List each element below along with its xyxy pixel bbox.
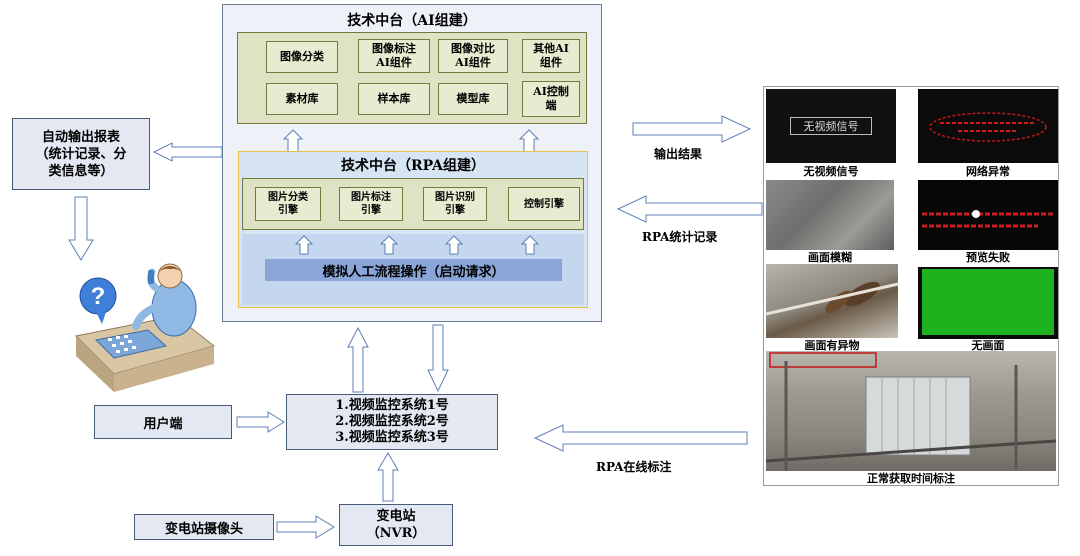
left-arrow-icon bbox=[616, 195, 763, 223]
caption-no-signal: 无视频信号 bbox=[803, 165, 859, 178]
caption-foreign-object: 画面有异物 bbox=[804, 339, 860, 352]
up-arrow-icon bbox=[347, 326, 369, 393]
right-arrow-icon bbox=[632, 115, 752, 143]
normal-timestamp-image bbox=[765, 351, 1057, 471]
left-arrow-icon bbox=[152, 142, 223, 162]
up-arrow-icon bbox=[444, 235, 464, 255]
no-signal-overlay: 无视频信号 bbox=[790, 117, 872, 135]
caption-no-picture: 无画面 bbox=[971, 339, 1005, 352]
right-arrow-icon bbox=[236, 411, 285, 433]
right-arrow-icon bbox=[276, 515, 335, 539]
rpa-engines-group: 图片分类 引擎 图片标注 引擎 图片识别 引擎 控制引擎 bbox=[242, 178, 584, 230]
down-arrow-icon bbox=[68, 196, 94, 261]
rpa-engine-annotation: 图片标注 引擎 bbox=[339, 187, 403, 221]
ai-component-image-comparison: 图像对比 AI组件 bbox=[438, 39, 508, 73]
up-arrow-icon bbox=[282, 129, 304, 153]
rpa-engine-classification: 图片分类 引擎 bbox=[255, 187, 321, 221]
caption-normal-timestamp: 正常获取时间标注 bbox=[867, 472, 955, 485]
rpa-stats-label: RPA统计记录 bbox=[642, 230, 718, 244]
simulate-manual-process-bar: 模拟人工流程操作（启动请求） bbox=[265, 259, 562, 281]
svg-text:?: ? bbox=[91, 283, 106, 310]
ai-component-other: 其他AI 组件 bbox=[522, 39, 580, 73]
substation-camera-box: 变电站摄像头 bbox=[134, 514, 274, 540]
ai-component-image-classification: 图像分类 bbox=[266, 41, 338, 73]
substation-nvr-box: 变电站 （NVR） bbox=[339, 504, 453, 546]
caption-blurry: 画面模糊 bbox=[808, 251, 852, 264]
user-terminal-box: 用户端 bbox=[94, 405, 232, 439]
foreign-object-image bbox=[765, 264, 899, 338]
camera-image-panel: 无视频信号 无视频信号 网络异常 画面模糊 预览失败 画面有异物 无画面 正常获… bbox=[763, 86, 1059, 486]
up-arrow-icon bbox=[294, 235, 314, 255]
no-signal-image: 无视频信号 bbox=[766, 89, 896, 163]
ai-component-image-annotation: 图像标注 AI组件 bbox=[358, 39, 430, 73]
up-arrow-icon bbox=[520, 235, 540, 255]
ai-components-group: 图像分类 图像标注 AI组件 图像对比 AI组件 其他AI 组件 素材库 样本库… bbox=[237, 32, 587, 124]
preview-failed-image bbox=[918, 180, 1058, 250]
no-picture-image bbox=[918, 267, 1058, 339]
rpa-engine-recognition: 图片识别 引擎 bbox=[423, 187, 487, 221]
ai-platform-title: 技术中台（AI组建） bbox=[347, 13, 477, 29]
left-arrow-icon bbox=[533, 424, 748, 452]
up-arrow-icon bbox=[518, 129, 540, 153]
caption-preview-failed: 预览失败 bbox=[966, 251, 1010, 264]
network-error-image bbox=[918, 89, 1058, 163]
blurry-image bbox=[766, 180, 894, 250]
ai-component-control-end: AI控制 端 bbox=[522, 81, 580, 117]
rpa-platform-container: 技术中台（RPA组建） 图片分类 引擎 图片标注 引擎 图片识别 引擎 控制引擎… bbox=[238, 151, 588, 308]
down-arrow-icon bbox=[427, 324, 449, 393]
ai-component-sample-library: 样本库 bbox=[358, 83, 430, 115]
auto-report-box: 自动输出报表 （统计记录、分 类信息等） bbox=[12, 118, 150, 190]
user-at-desk-illustration: ? bbox=[74, 263, 216, 392]
output-result-label: 输出结果 bbox=[654, 147, 703, 161]
up-arrow-icon bbox=[377, 452, 399, 502]
rpa-platform-title: 技术中台（RPA组建） bbox=[340, 158, 485, 174]
rpa-online-annotation-label: RPA在线标注 bbox=[596, 460, 672, 474]
up-arrow-icon bbox=[379, 235, 399, 255]
ai-component-material-library: 素材库 bbox=[266, 83, 338, 115]
video-monitoring-systems-box: 1.视频监控系统1号 2.视频监控系统2号 3.视频监控系统3号 bbox=[286, 394, 498, 450]
caption-network-error: 网络异常 bbox=[966, 165, 1010, 178]
rpa-engine-control: 控制引擎 bbox=[508, 187, 580, 221]
ai-component-model-library: 模型库 bbox=[438, 83, 508, 115]
